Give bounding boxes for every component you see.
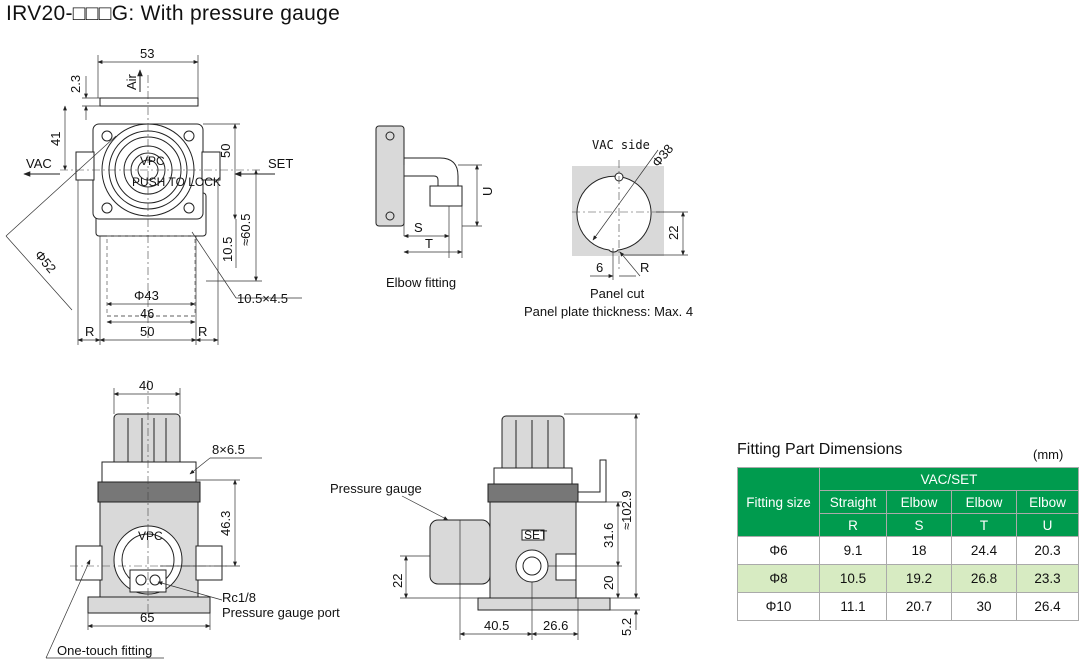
value-cell: 24.4 — [951, 536, 1017, 565]
vac-side-label: VAC side — [592, 138, 650, 152]
dim-u: U — [480, 187, 495, 196]
vac-label: VAC — [26, 156, 52, 171]
dim-width-53: 53 — [140, 46, 154, 61]
pressure-gauge-port-label: Pressure gauge port — [222, 605, 340, 620]
dim-60-5: ≈60.5 — [238, 214, 253, 246]
vac-set-header: VAC/SET — [819, 467, 1079, 491]
fitting-size-header: Fitting size — [737, 467, 820, 537]
dim-40-5: 40.5 — [484, 618, 509, 633]
size-cell: Φ6 — [737, 536, 820, 565]
dim-slot: 10.5×4.5 — [237, 291, 288, 306]
panel-cut-caption: Panel cut — [590, 286, 645, 301]
air-label: Air — [124, 73, 139, 90]
value-cell: 20.3 — [1016, 536, 1079, 565]
type-header: Straight — [819, 490, 887, 514]
elbow-fitting-view: S T U Elbow fitting — [375, 125, 495, 290]
value-cell: 26.8 — [951, 564, 1017, 593]
table-unit: (mm) — [1033, 447, 1064, 462]
type-header: Elbow — [951, 490, 1017, 514]
type-header: Elbow — [886, 490, 952, 514]
set-tag: SET — [524, 528, 548, 542]
size-cell: Φ10 — [737, 592, 820, 621]
dim-6: 6 — [596, 260, 603, 275]
dim-22-panel: 22 — [666, 226, 681, 240]
dim-102-9: ≈102.9 — [619, 490, 634, 530]
set-label: SET — [268, 156, 293, 171]
dim-phi38: Φ38 — [649, 141, 676, 170]
symbol-header: U — [1016, 513, 1079, 537]
symbol-header: R — [819, 513, 887, 537]
dim-40: 40 — [139, 378, 153, 393]
top-view: VPC PUSH TO LOCK 53 2.3 Air 41 VAC SET 5… — [5, 46, 302, 345]
size-cell: Φ8 — [737, 564, 820, 593]
rc-label: Rc1/8 — [222, 590, 256, 605]
pressure-gauge-label: Pressure gauge — [330, 481, 422, 496]
dim-20: 20 — [601, 576, 616, 590]
value-cell: 20.7 — [886, 592, 952, 621]
brand-text-front: VPC — [138, 529, 163, 543]
side-view: SET Pressure gauge ≈102.9 31.6 20 22 40.… — [330, 413, 640, 640]
dim-r-right: R — [198, 324, 207, 339]
panel-thickness-note: Panel plate thickness: Max. 4 — [524, 304, 693, 319]
value-cell: 10.5 — [819, 564, 887, 593]
knob-text: PUSH TO LOCK — [132, 175, 221, 189]
table-title: Fitting Part Dimensions — [737, 441, 903, 458]
value-cell: 11.1 — [819, 592, 887, 621]
type-header: Elbow — [1016, 490, 1079, 514]
dim-holes: 8×6.5 — [212, 442, 245, 457]
table-row: Φ6 9.1 18 24.4 20.3 — [737, 536, 1079, 565]
dim-t: T — [425, 236, 433, 251]
value-cell: 26.4 — [1016, 592, 1079, 621]
dim-46-3: 46.3 — [218, 511, 233, 536]
table-row: Φ8 10.5 19.2 26.8 23.3 — [737, 564, 1079, 593]
symbol-header: S — [886, 513, 952, 537]
dim-10-5: 10.5 — [220, 237, 235, 262]
table-row: Φ10 11.1 20.7 30 26.4 — [737, 592, 1079, 621]
elbow-caption: Elbow fitting — [386, 275, 456, 290]
dim-5-2: 5.2 — [619, 618, 634, 636]
panel-cut-view: VAC side Φ38 22 6 R Panel cut Panel plat… — [524, 138, 693, 319]
dim-22-side: 22 — [390, 574, 405, 588]
dim-50-vertical: 50 — [218, 144, 233, 158]
value-cell: 9.1 — [819, 536, 887, 565]
dim-50-horizontal: 50 — [140, 324, 154, 339]
dim-r-left: R — [85, 324, 94, 339]
front-view: VPC 40 8×6.5 46.3 Rc1/8 Pressure gauge p… — [45, 378, 340, 659]
fitting-dimensions-table: Fitting size VAC/SET Straight Elbow Elbo… — [737, 467, 1079, 621]
dim-2-3: 2.3 — [68, 75, 83, 93]
dim-65: 65 — [140, 610, 154, 625]
symbol-header: T — [951, 513, 1017, 537]
dim-31-6: 31.6 — [601, 523, 616, 548]
page-title: IRV20-□□□G: With pressure gauge — [6, 2, 341, 25]
dim-phi52: Φ52 — [32, 247, 59, 276]
brand-text-top: VPC — [140, 154, 165, 168]
dim-r-panel: R — [640, 260, 649, 275]
dim-s: S — [414, 220, 423, 235]
value-cell: 23.3 — [1016, 564, 1079, 593]
value-cell: 18 — [886, 536, 952, 565]
dim-26-6: 26.6 — [543, 618, 568, 633]
dim-41: 41 — [48, 132, 63, 146]
value-cell: 19.2 — [886, 564, 952, 593]
one-touch-fitting-label: One-touch fitting — [57, 643, 152, 658]
dim-46: 46 — [140, 307, 154, 321]
value-cell: 30 — [951, 592, 1017, 621]
dim-phi43: Φ43 — [134, 288, 159, 303]
